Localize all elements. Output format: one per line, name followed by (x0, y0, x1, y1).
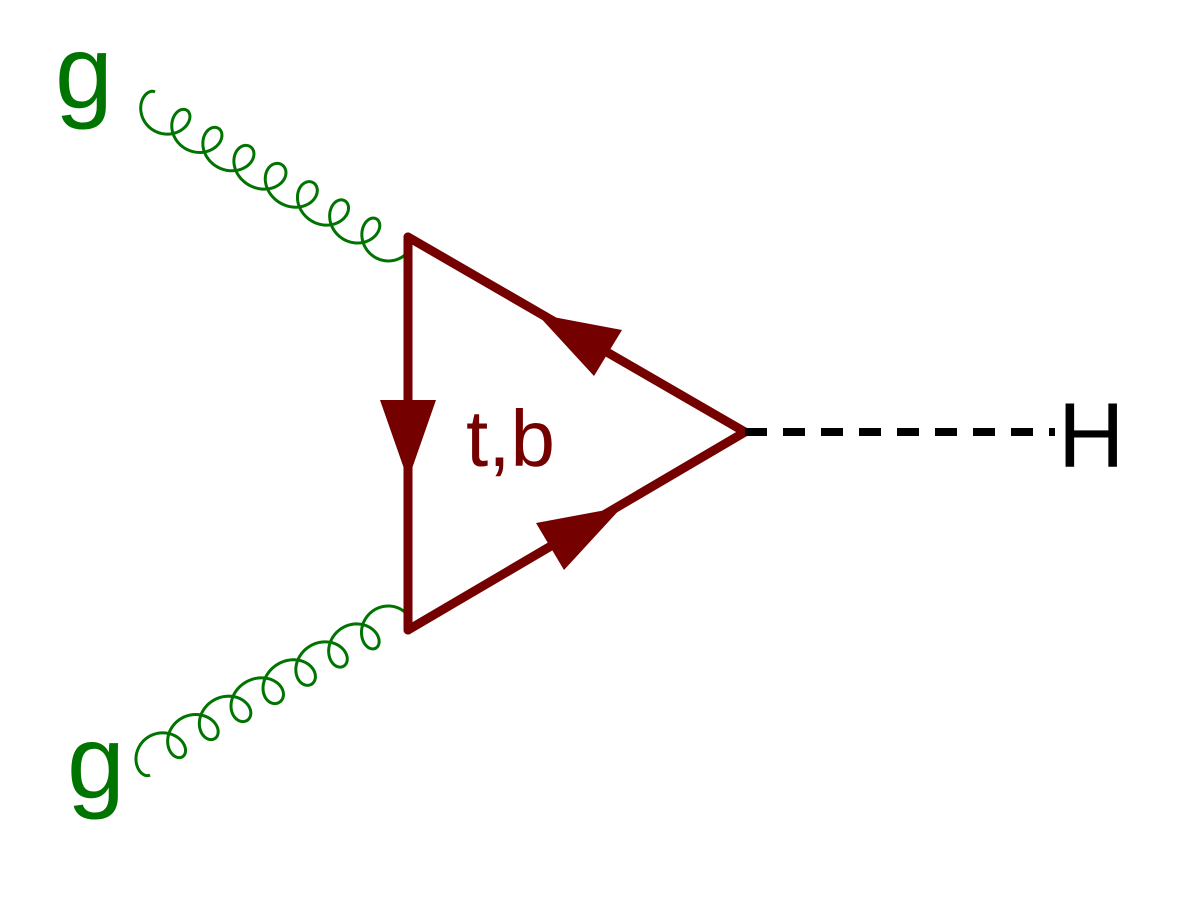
higgs-label: H (1058, 385, 1124, 487)
fermion-arrow-lower-icon (536, 507, 622, 570)
fermion-arrow-down-icon (380, 400, 436, 480)
gluon-line-bottom (134, 604, 413, 778)
fermion-arrow-upper-icon (537, 314, 622, 376)
gluon-label-bottom: g (67, 705, 125, 821)
gluon-label-top: g (55, 15, 113, 131)
loop-quark-label: t,b (466, 394, 555, 483)
gluon-line-top (139, 89, 413, 263)
